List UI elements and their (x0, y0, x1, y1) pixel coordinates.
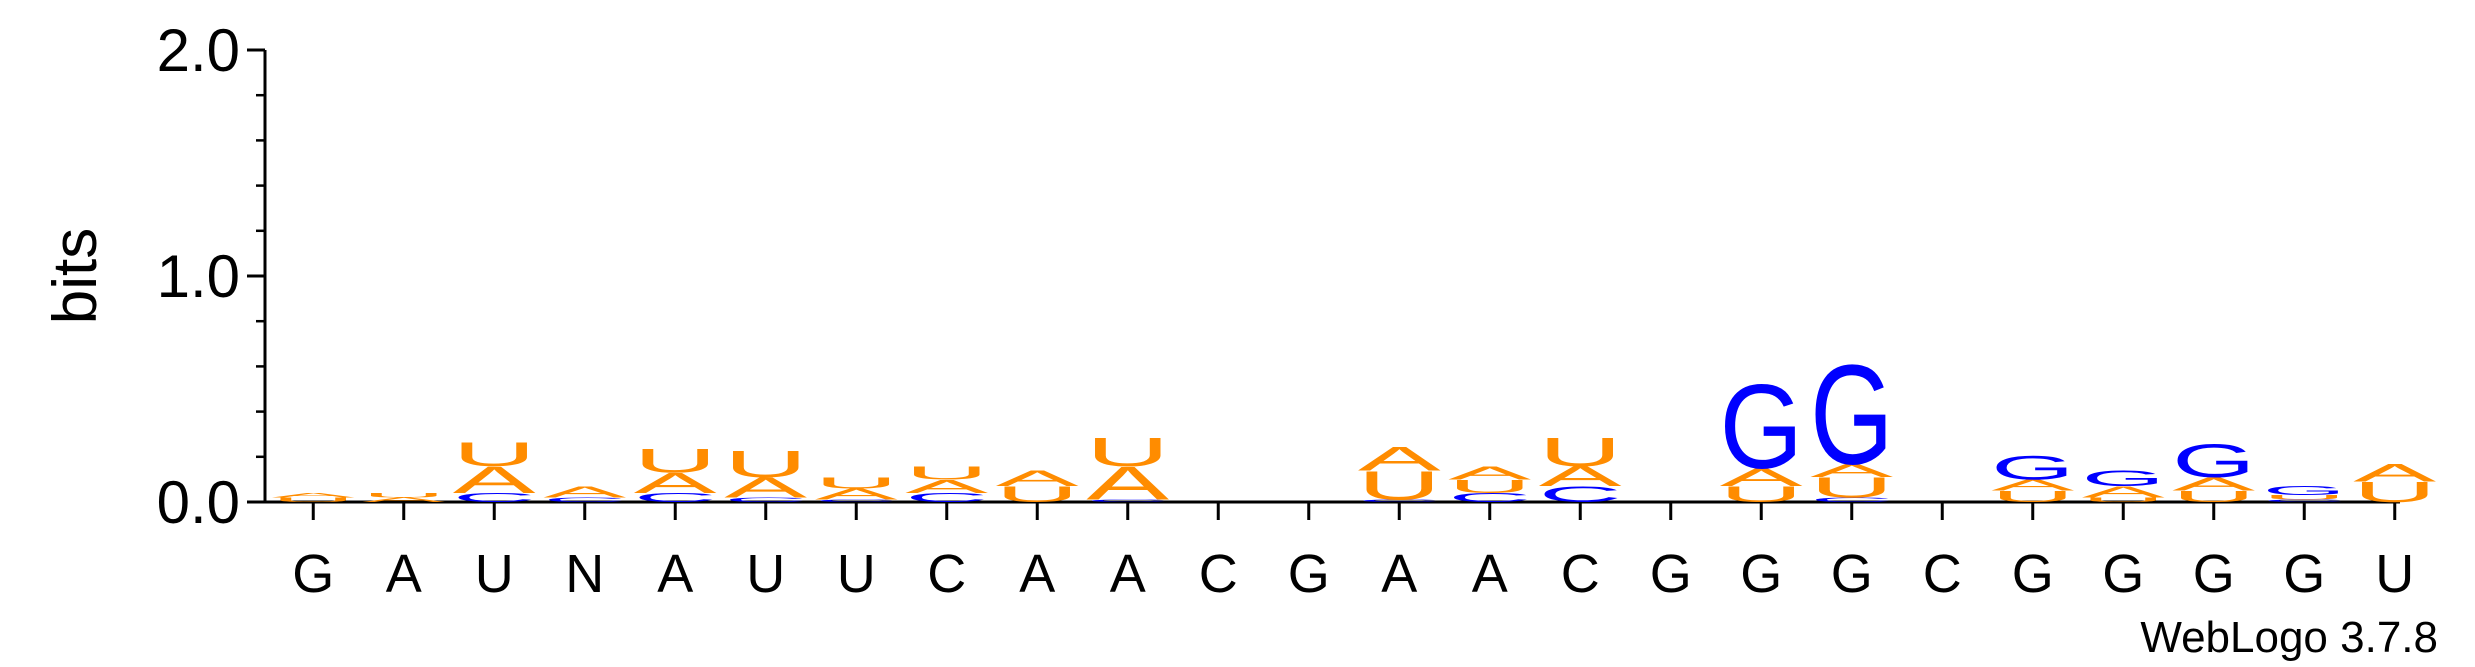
logo-glyph: U (724, 443, 807, 485)
y-axis: 0.0 1.0 2.0 bits (41, 17, 267, 536)
logo-glyph: U (905, 462, 988, 483)
y-ticks: 0.0 1.0 2.0 (157, 17, 265, 536)
x-tick-label: N (565, 544, 604, 604)
logo-glyph: U (2353, 476, 2436, 508)
x-tick-label: U (746, 544, 785, 604)
x-tick-label: U (475, 544, 514, 604)
x-tick-label: G (2283, 544, 2325, 604)
logo-glyph: U (1358, 463, 1441, 509)
x-tick-label: G (2012, 544, 2054, 604)
logo-glyph: C (1810, 496, 1893, 503)
logo-glyph: G (2263, 484, 2346, 498)
y-axis-label: bits (41, 228, 110, 324)
y-tick-label: 2.0 (157, 17, 240, 84)
logo-glyph: G (1810, 335, 1893, 494)
logo-glyph: C (1539, 482, 1622, 507)
logo-glyph: A (724, 472, 807, 504)
logo-glyph: C (815, 499, 898, 503)
logo-glyph: A (996, 466, 1080, 491)
logo-glyph: U (2172, 488, 2255, 505)
x-tick-label: A (657, 544, 693, 604)
x-tick-label: C (1199, 544, 1238, 604)
logo-glyph: U (2082, 496, 2165, 503)
x-tick-label: A (1381, 544, 1417, 604)
y-tick-label: 1.0 (157, 243, 240, 310)
logo-glyph: A (2172, 474, 2256, 495)
logo-glyph: U (272, 496, 355, 503)
weblogo-credit: WebLogo 3.7.8 (2140, 613, 2438, 662)
logo-glyph: C (2263, 499, 2346, 503)
x-tick-label: G (1650, 544, 1692, 604)
x-tick-label: U (2375, 544, 2414, 604)
logo-glyph: G (1991, 448, 2074, 487)
logo-glyph: U (1448, 476, 1531, 497)
logo-glyph: A (1720, 464, 1803, 492)
logo-glyph: A (1448, 462, 1532, 483)
x-tick-label: G (2193, 544, 2235, 604)
logo-glyph: U (1539, 429, 1622, 475)
logo-glyph: U (453, 435, 536, 474)
logo-glyph: U (996, 482, 1079, 507)
logo-glyph: U (634, 442, 717, 481)
x-tick-label: C (1923, 544, 1962, 604)
logo-glyph: A (905, 476, 989, 497)
logo-glyph: A (453, 459, 537, 501)
logo-glyph: C (453, 491, 536, 505)
x-tick-label: G (1740, 544, 1782, 604)
x-tick-label: G (2102, 544, 2144, 604)
y-tick-label: 0.0 (157, 469, 240, 536)
logo-glyph: A (815, 485, 898, 503)
x-tick-label: A (1472, 544, 1508, 604)
logo-glyph: G (2082, 466, 2165, 491)
logo-glyph: U (1991, 488, 2074, 505)
logo-glyph: A (1358, 439, 1441, 478)
logo-glyph: C (634, 491, 717, 505)
x-tick-label: A (1110, 544, 1146, 604)
logo-glyph: A (2353, 459, 2436, 487)
logo-glyph: C (724, 496, 807, 503)
logo-glyph: A (1539, 461, 1622, 493)
logo-glyph: C (905, 491, 988, 505)
logo-glyph: C (543, 496, 626, 503)
logo-glyph: A (1810, 460, 1894, 481)
x-tick-label: U (837, 544, 876, 604)
x-tick-label: G (1288, 544, 1330, 604)
x-tick-label: C (1561, 544, 1600, 604)
logo-glyph: A (2082, 483, 2165, 501)
logo-glyph: G (1720, 360, 1803, 494)
x-tick-label: G (292, 544, 334, 604)
logo-glyph: A (1086, 457, 1169, 510)
logo-glyph: A (634, 467, 717, 499)
logo-glyph: A (272, 492, 355, 499)
logo-glyph: C (1448, 491, 1531, 505)
logo-glyph: C (1086, 499, 1169, 503)
logo-glyph: A (543, 483, 626, 501)
x-tick-label: A (1019, 544, 1055, 604)
logo-glyph: U (362, 492, 445, 499)
logo-glyph: U (1086, 429, 1169, 475)
logo-glyph: U (1810, 472, 1893, 504)
logo-glyph: U (2263, 494, 2346, 501)
logo-glyph: U (815, 474, 898, 491)
logo-glyph: A (1991, 476, 2074, 494)
x-tick-label: C (927, 544, 966, 604)
logo-glyph: U (1720, 482, 1803, 507)
logo-glyph: A (362, 496, 445, 503)
x-tick-label: A (386, 544, 422, 604)
x-tick-label: G (1831, 544, 1873, 604)
logo-glyph: C (1358, 499, 1441, 503)
logo-glyph: G (2172, 434, 2255, 487)
